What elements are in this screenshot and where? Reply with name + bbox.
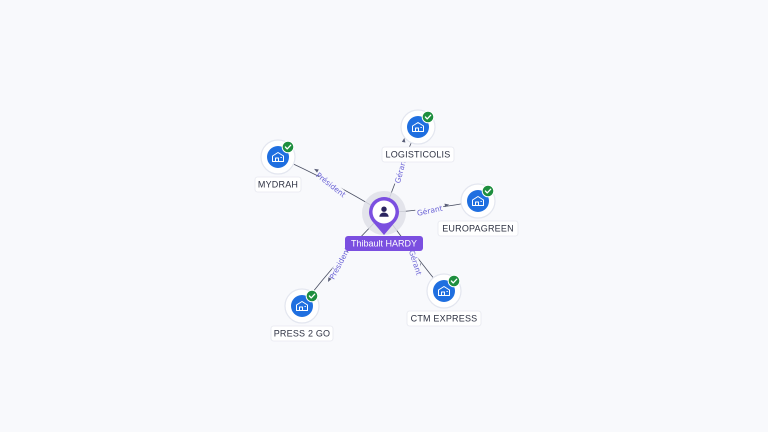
person-pin-inner bbox=[372, 200, 396, 224]
building-icon bbox=[412, 122, 424, 132]
company-disc bbox=[267, 146, 289, 168]
company-name: EUROPAGREEN bbox=[442, 224, 514, 234]
company-disc bbox=[467, 190, 489, 212]
company-disc bbox=[291, 295, 313, 317]
company-node-mydrah[interactable]: MYDRAH bbox=[254, 139, 302, 193]
company-name: LOGISTICOLIS bbox=[386, 150, 451, 160]
edge-role: Gérant bbox=[415, 204, 445, 218]
building-icon bbox=[438, 286, 450, 296]
company-label-box bbox=[270, 325, 334, 342]
company-node-europagreen[interactable]: EUROPAGREEN bbox=[437, 183, 519, 237]
center-label-box bbox=[345, 236, 423, 251]
company-label-box bbox=[406, 310, 482, 327]
edge-role: Président bbox=[314, 171, 347, 200]
company-label-box bbox=[437, 220, 519, 237]
company-name: CTM EXPRESS bbox=[411, 314, 478, 324]
company-name: MYDRAH bbox=[258, 180, 298, 190]
company-node-logisticolis[interactable]: LOGISTICOLIS bbox=[381, 109, 455, 163]
company-disc bbox=[433, 280, 455, 302]
building-icon bbox=[296, 301, 308, 311]
center-person-name: Thibault HARDY bbox=[351, 239, 417, 249]
edge-role-label: Président bbox=[328, 246, 352, 281]
center-person-node[interactable]: Thibault HARDY bbox=[345, 191, 423, 251]
edge-arrow-icon bbox=[444, 203, 450, 208]
edge-arrow-icon bbox=[327, 277, 332, 282]
person-icon bbox=[379, 206, 389, 217]
building-icon bbox=[272, 152, 284, 162]
company-node-ctmexpress[interactable]: CTM EXPRESS bbox=[406, 273, 482, 327]
building-icon bbox=[472, 196, 484, 206]
company-disc bbox=[407, 116, 429, 138]
company-label-box bbox=[254, 176, 302, 193]
verified-check-icon bbox=[305, 289, 319, 303]
company-name: PRESS 2 GO bbox=[274, 329, 331, 339]
nodes-layer: LOGISTICOLIS MYDRAH EUROPAGREEN PRESS 2 GO C… bbox=[254, 109, 519, 342]
company-label-box bbox=[381, 146, 455, 163]
edge-role-label: Président bbox=[314, 171, 347, 200]
verified-check-icon bbox=[447, 274, 461, 288]
edge-role: Président bbox=[328, 246, 352, 281]
edge-role-label: Gérant bbox=[416, 204, 443, 218]
edge-arrow-icon bbox=[401, 137, 406, 143]
verified-check-icon bbox=[481, 184, 495, 198]
company-node-press2go[interactable]: PRESS 2 GO bbox=[270, 288, 334, 342]
verified-check-icon bbox=[421, 110, 435, 124]
verified-check-icon bbox=[281, 140, 295, 154]
edge-arrow-icon bbox=[314, 168, 319, 173]
